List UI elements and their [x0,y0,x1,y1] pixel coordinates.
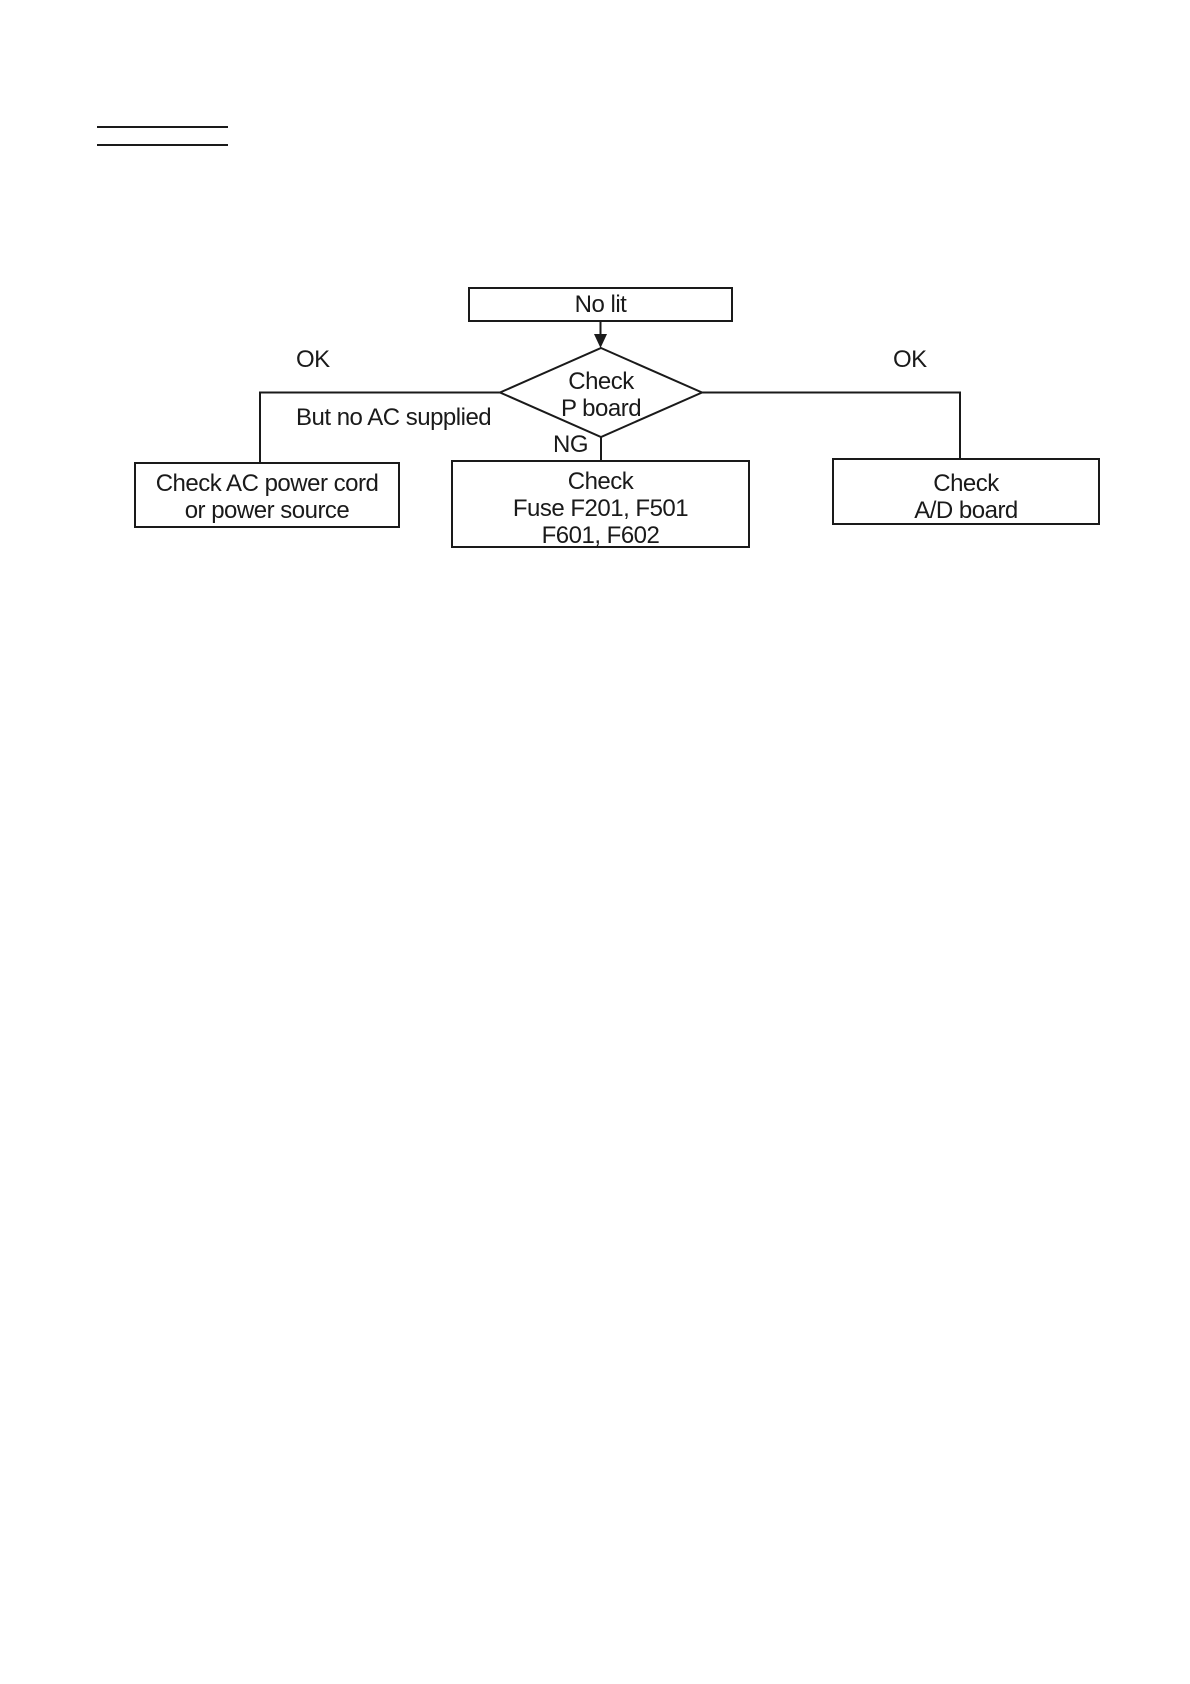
decision-diamond-shape [497,346,705,439]
edge-label-ng: NG [553,431,589,458]
center-box-line-2: Fuse F201, F501 [512,495,689,522]
arrowhead-icon [594,334,607,348]
right-box-line-1: Check [933,470,999,497]
center-box-line-3: F601, F602 [541,522,660,549]
flowchart-canvas [259,322,961,462]
node-check-ad-board: Check A/D board [832,458,1100,525]
node-no-lit: No lit [468,287,733,322]
node-check-p-board: Check P board [500,348,702,437]
decision-line-2: P board [560,395,642,422]
edge-label-ok-left: OK [296,346,330,373]
decision-line-1: Check [568,368,634,395]
node-no-lit-label: No lit [574,291,627,318]
left-box-line-2: or power source [184,497,350,524]
edge-decision-to-right [702,391,961,458]
right-box-line-2: A/D board [914,497,1018,524]
node-check-fuses: Check Fuse F201, F501 F601, F602 [451,460,750,549]
center-box-line-1: Check [567,468,634,495]
heading-underline-top [97,126,228,128]
heading-underline-bottom [97,144,228,146]
left-box-line-1: Check AC power cord [155,470,379,497]
node-check-ac-power: Check AC power cord or power source [134,462,400,528]
edge-label-ok-right: OK [893,346,927,373]
edge-decision-to-left [259,391,500,462]
edge-label-but-no-ac: But no AC supplied [296,404,492,431]
